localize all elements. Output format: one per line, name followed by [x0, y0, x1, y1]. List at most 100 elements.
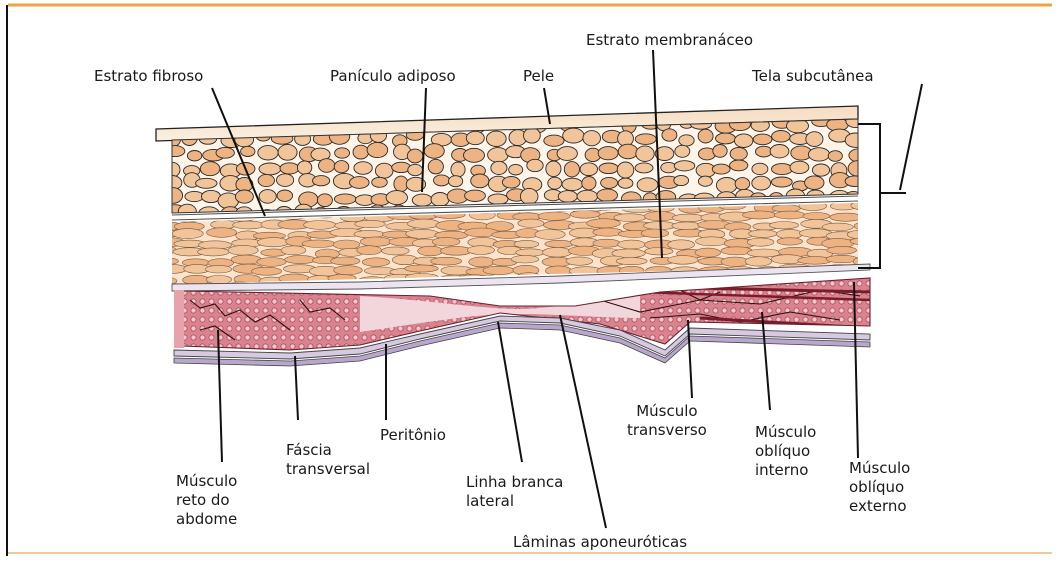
fat-cell — [509, 164, 523, 175]
fat-cell-flat — [859, 248, 885, 256]
fat-cell-flat — [749, 230, 777, 238]
fat-cell — [185, 191, 204, 201]
muscle-left-edge — [174, 290, 184, 348]
fat-cell-flat — [340, 212, 365, 222]
fat-cell — [546, 161, 561, 177]
fat-cell — [635, 134, 656, 145]
fat-cell — [407, 149, 423, 163]
fat-cell — [350, 177, 370, 189]
fat-cell — [527, 159, 543, 171]
fat-cell — [375, 163, 393, 178]
fat-cell — [319, 159, 335, 173]
fat-cell-flat — [148, 213, 176, 221]
fat-cell — [790, 161, 809, 173]
fat-cell — [735, 178, 750, 190]
fat-cell — [812, 164, 829, 176]
fat-cell — [280, 163, 299, 174]
fat-cell-flat — [830, 213, 862, 221]
fat-cell — [597, 189, 618, 202]
label-musculo-obliquo-externo: Músculo oblíquo externo — [849, 459, 910, 516]
fat-cell-flat — [302, 240, 335, 248]
fat-cell-flat — [777, 229, 803, 238]
fat-cell-flat — [432, 237, 460, 246]
fat-cell — [471, 174, 489, 188]
fat-cell — [808, 148, 829, 161]
fat-cell-flat — [157, 264, 187, 273]
fat-cell — [258, 174, 274, 186]
fat-cell-flat — [257, 238, 289, 247]
fat-cell — [520, 188, 538, 204]
fat-cell — [386, 191, 407, 205]
fat-cell — [582, 177, 596, 190]
fat-cell-flat — [546, 266, 572, 276]
fat-cell-flat — [566, 284, 595, 294]
fat-cell-flat — [641, 229, 669, 237]
fat-cell-flat — [405, 265, 439, 272]
fat-cell — [544, 135, 564, 146]
fat-cell-flat — [382, 247, 410, 255]
fat-cell-flat — [331, 257, 360, 265]
fat-cell — [451, 162, 465, 177]
fat-cell-flat — [511, 255, 538, 263]
fat-cell — [698, 129, 713, 143]
fat-cell-flat — [334, 266, 363, 275]
fat-cell-flat — [147, 258, 178, 265]
fat-cell-flat — [538, 212, 570, 220]
fat-cell — [491, 161, 507, 174]
fat-cell — [335, 148, 350, 158]
fat-cell-flat — [594, 282, 626, 290]
fat-cell-flat — [418, 246, 443, 256]
fat-cell-flat — [668, 256, 698, 265]
fat-cell — [636, 146, 654, 162]
fat-cell — [679, 135, 694, 146]
fat-cell — [313, 176, 330, 186]
label-fascia-transversal: Fáscia transversal — [286, 441, 370, 479]
fat-cell-flat — [516, 249, 545, 256]
fat-cell-flat — [537, 284, 569, 294]
fat-cell-flat — [850, 238, 879, 245]
fat-cell — [674, 175, 689, 185]
fat-cell — [466, 131, 484, 144]
fat-cell — [845, 133, 865, 147]
fat-cell-flat — [408, 219, 440, 228]
fat-cell-flat — [467, 246, 494, 255]
fat-cell-flat — [206, 228, 236, 238]
fat-cell-flat — [614, 214, 646, 222]
fat-cell-flat — [747, 238, 774, 246]
fat-cell-flat — [285, 256, 316, 264]
fat-cell — [277, 190, 292, 201]
fat-cell — [178, 204, 196, 218]
fat-cell — [464, 148, 485, 162]
fat-cell — [259, 190, 276, 204]
fat-cell-flat — [570, 210, 600, 218]
fat-cell-flat — [696, 237, 728, 246]
label-laminas-aponeuroticas: Lâminas aponeuróticas — [513, 533, 687, 552]
fat-cell — [716, 133, 736, 144]
fat-cell — [353, 145, 369, 159]
fat-cell-flat — [535, 230, 565, 240]
fat-cell-flat — [173, 212, 202, 222]
fat-cell — [557, 147, 577, 161]
fat-cell — [753, 134, 772, 145]
fat-cell — [637, 178, 658, 192]
fat-cell — [618, 131, 634, 146]
fat-cell — [216, 147, 234, 158]
fat-cell-flat — [513, 284, 539, 292]
fat-cell — [713, 145, 727, 158]
fat-cell-flat — [847, 230, 877, 239]
fat-cell — [618, 178, 633, 188]
fat-cell — [805, 176, 824, 190]
label-tela-subcutanea: Tela subcutânea — [752, 67, 874, 86]
fat-cell — [564, 162, 579, 177]
fat-cell-flat — [304, 221, 336, 230]
fat-cell — [661, 162, 677, 172]
fat-cell-flat — [851, 201, 875, 210]
fat-cell — [258, 146, 278, 160]
fat-cell — [408, 164, 423, 175]
fat-cell — [486, 131, 506, 146]
fat-cell-flat — [745, 257, 772, 266]
fat-cell-flat — [593, 239, 620, 247]
fat-cell — [770, 145, 789, 158]
fat-cell — [334, 194, 356, 204]
